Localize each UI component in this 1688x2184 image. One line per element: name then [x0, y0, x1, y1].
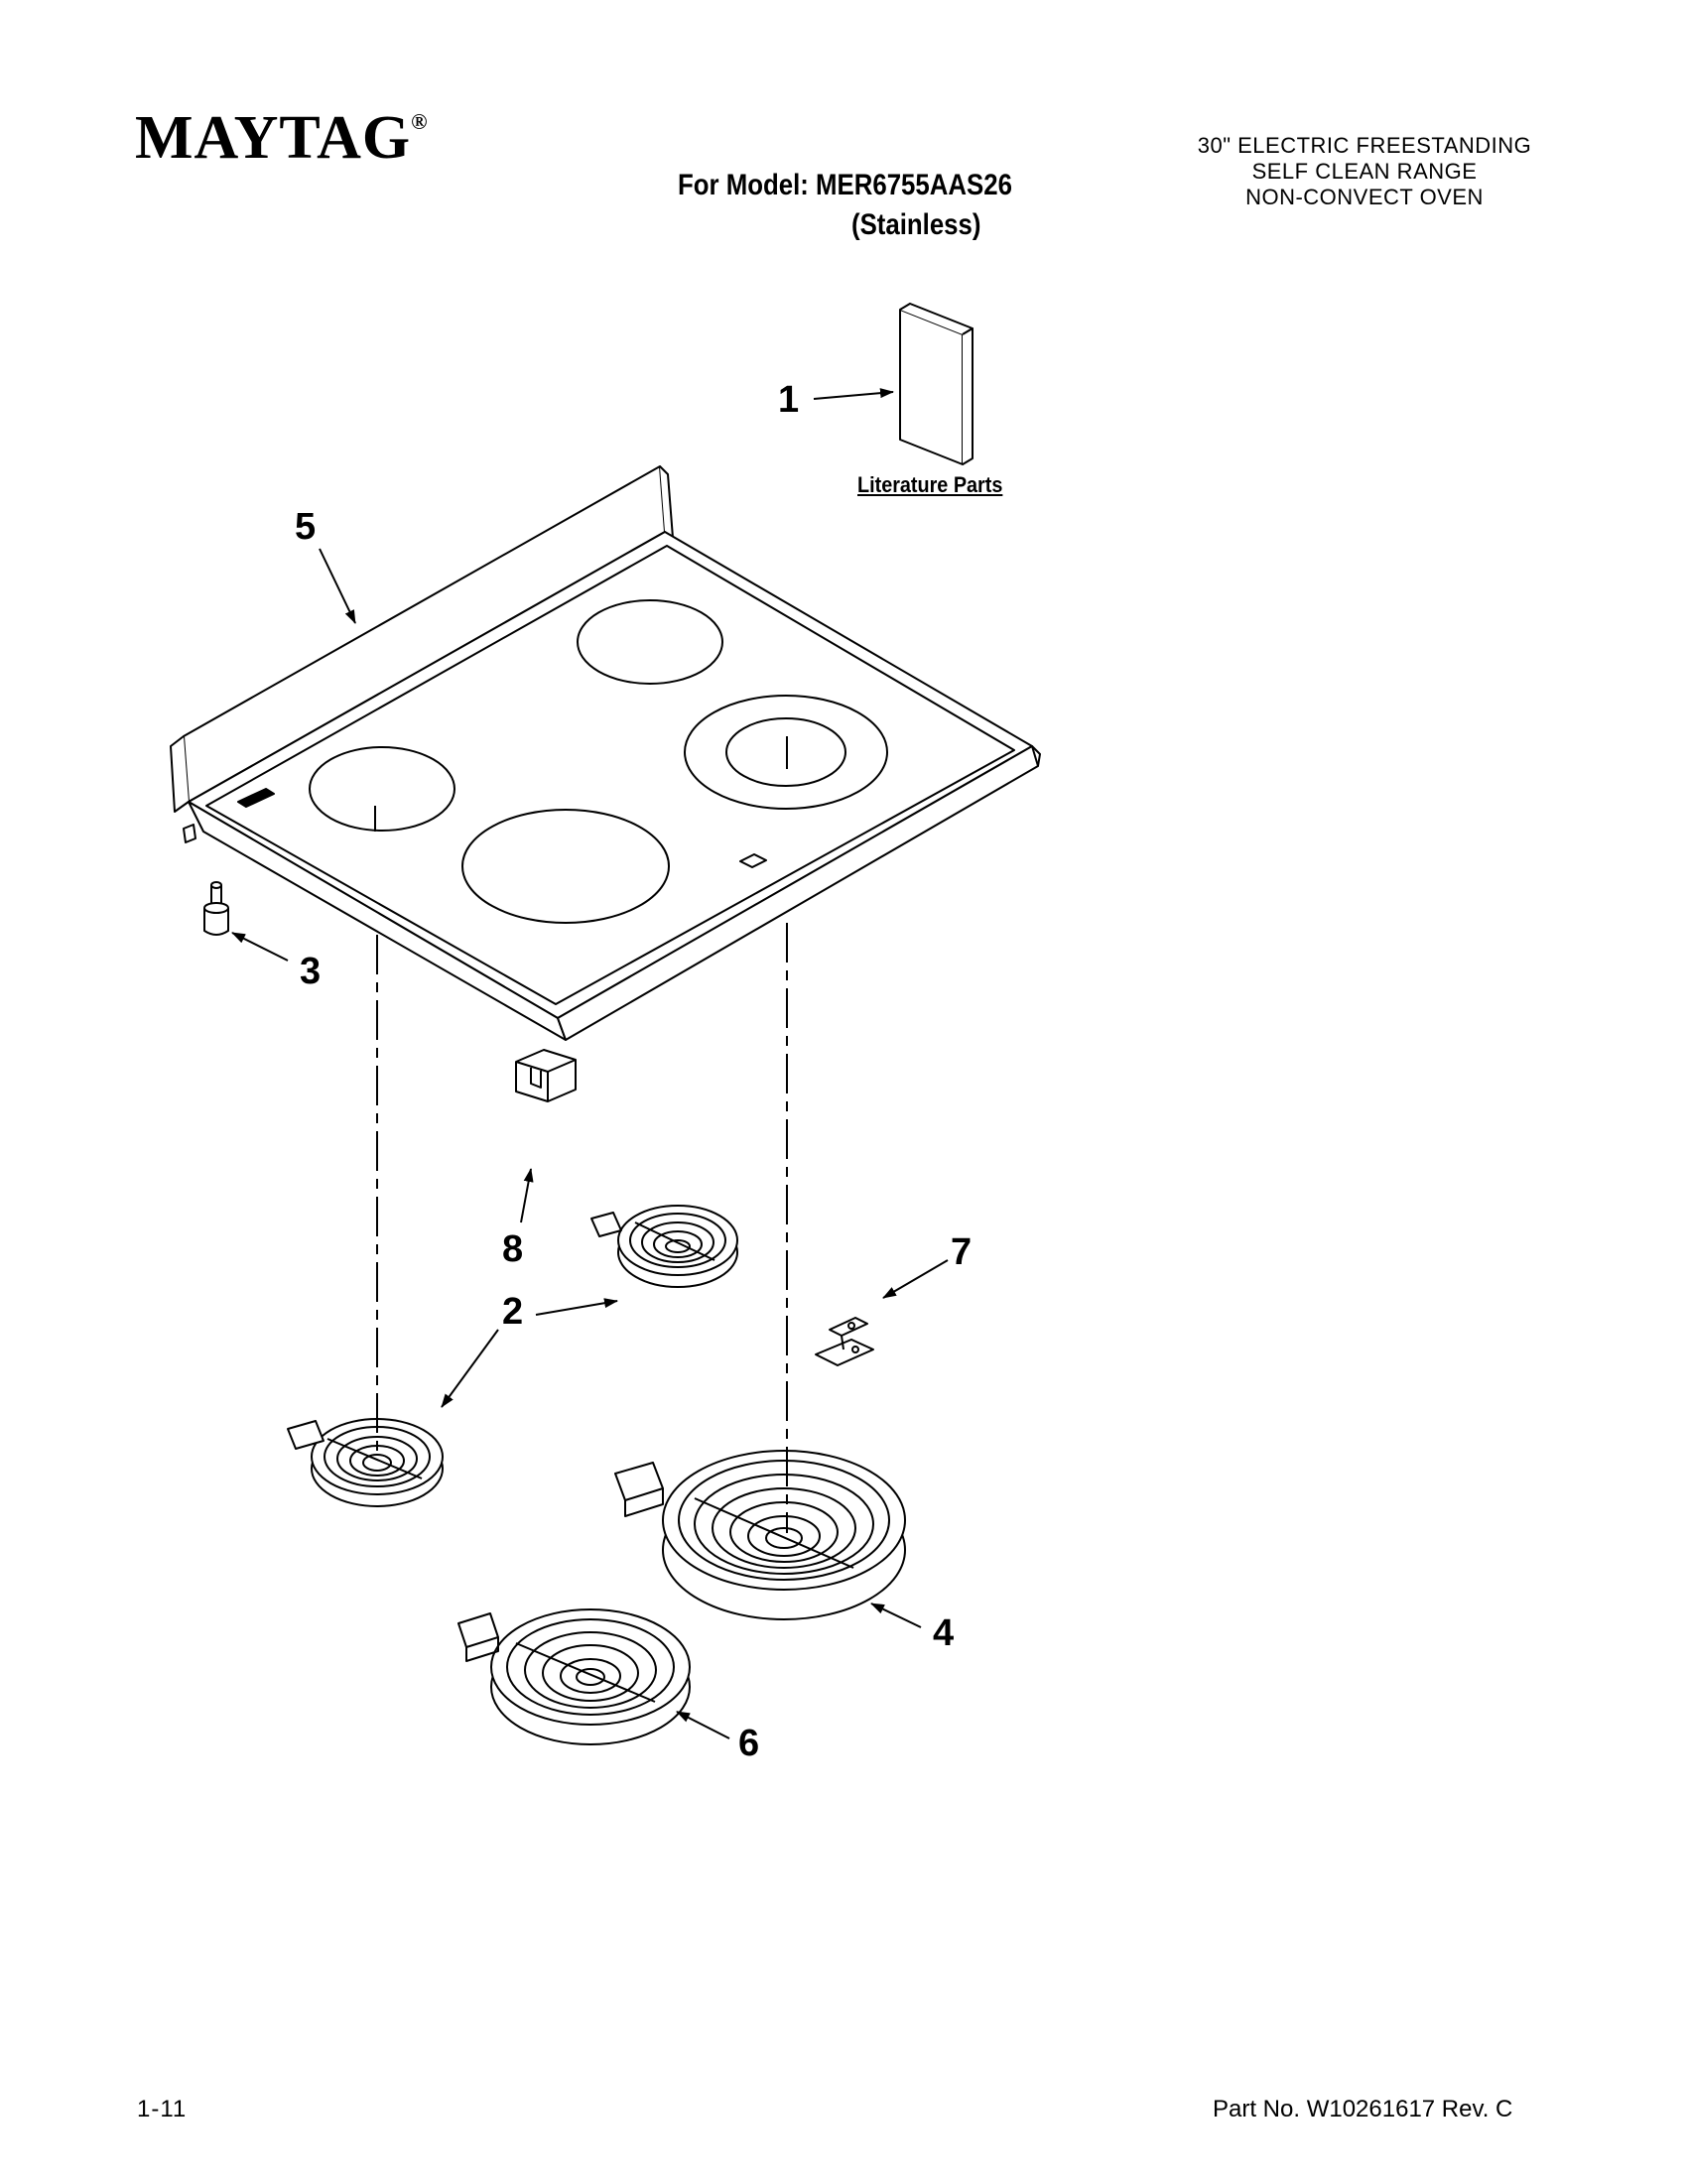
- leader-arrow-5: [319, 548, 356, 624]
- terminal-block-support: [515, 1049, 577, 1102]
- surface-element-large: [614, 1450, 906, 1620]
- surface-element-small-upper: [590, 1205, 738, 1288]
- callout-4: 4: [933, 1612, 955, 1654]
- element-bracket-clip: [815, 1317, 874, 1366]
- cooktop-main-top: [170, 465, 1041, 1041]
- description-line-3: NON-CONVECT OVEN: [1245, 185, 1484, 209]
- burner-right-front-inner-marking: [725, 717, 846, 787]
- leader-arrow-7: [882, 1259, 949, 1299]
- description-line-1: 30" ELECTRIC FREESTANDING: [1197, 133, 1532, 158]
- burner-right-front-outer-marking: [684, 695, 888, 810]
- leveling-leg: [203, 881, 229, 936]
- leader-arrow-4: [870, 1603, 922, 1628]
- leader-arrow-8: [520, 1168, 534, 1223]
- callout-8: 8: [502, 1228, 524, 1270]
- leader-arrow-2-upper: [535, 1298, 618, 1316]
- brand-name: MAYTAG: [135, 104, 412, 172]
- burner-left-front-marking: [461, 809, 670, 924]
- leader-arrow-2-lower: [441, 1329, 499, 1408]
- burner-left-rear-marking: [309, 746, 455, 832]
- callout-1: 1: [778, 379, 800, 421]
- callout-5: 5: [295, 506, 317, 548]
- literature-parts-label: Literature Parts: [857, 472, 1003, 497]
- model-finish: (Stainless): [851, 208, 981, 241]
- page-number: 1-11: [137, 2096, 188, 2122]
- model-line: For Model: MER6755AAS26: [678, 169, 1012, 201]
- product-description: 30" ELECTRIC FREESTANDING SELF CLEAN RAN…: [1151, 133, 1578, 210]
- registered-mark: ®: [411, 109, 429, 134]
- burner-right-rear-marking: [577, 599, 723, 685]
- surface-element-medium: [457, 1608, 691, 1745]
- leader-arrow-1: [813, 388, 894, 400]
- leader-arrow-6: [676, 1711, 730, 1739]
- brand-logo: MAYTAG®: [135, 107, 429, 169]
- leader-arrow-3: [231, 932, 289, 962]
- callout-6: 6: [738, 1723, 760, 1764]
- literature-booklet: [899, 303, 974, 465]
- callout-2: 2: [502, 1291, 524, 1333]
- surface-element-small-lower: [287, 1418, 444, 1507]
- callout-3: 3: [300, 951, 322, 992]
- description-line-2: SELF CLEAN RANGE: [1251, 159, 1478, 184]
- callout-7: 7: [951, 1231, 973, 1273]
- part-number: Part No. W10261617 Rev. C: [1213, 2096, 1513, 2122]
